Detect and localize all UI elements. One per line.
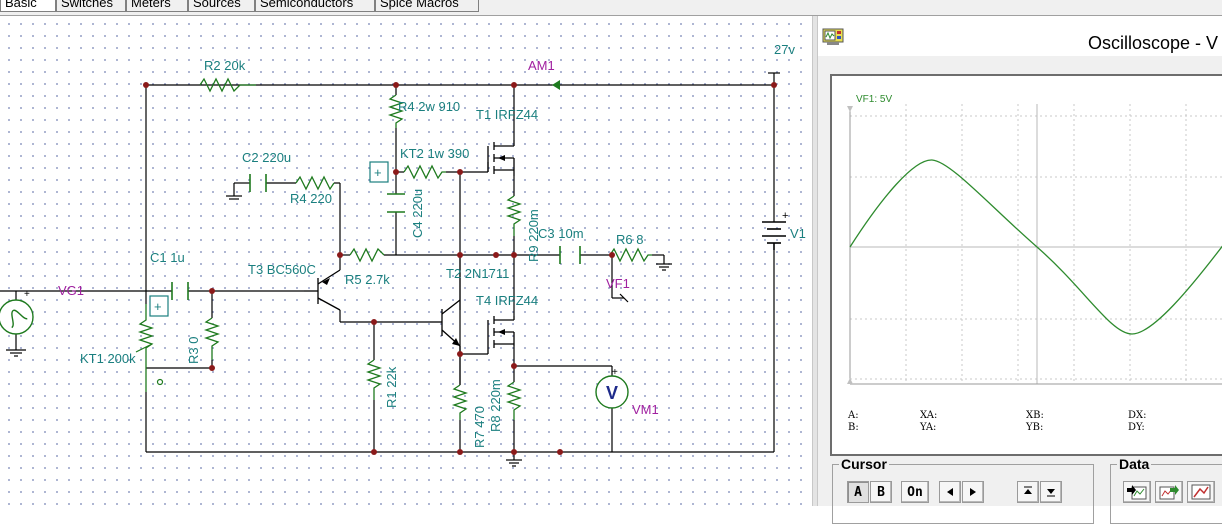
label-c4: C4 220u <box>410 189 425 238</box>
tab-meters[interactable]: Meters <box>126 0 188 12</box>
tab-switches[interactable]: Switches <box>56 0 126 12</box>
tab-semiconductors[interactable]: Semiconductors <box>255 0 375 12</box>
cursor-group: Cursor A B On <box>832 456 1094 524</box>
panel-splitter[interactable] <box>812 16 818 506</box>
oscilloscope-titlebar[interactable]: Oscilloscope - V <box>818 16 1222 56</box>
readout-dx: DX: <box>1128 410 1147 421</box>
label-r9: R9 220m <box>526 209 541 262</box>
oscilloscope-window: Oscilloscope - V <box>818 16 1222 524</box>
readout-yb: YB: <box>1026 422 1044 433</box>
readout-b: B: <box>848 422 859 433</box>
label-27v: 27v <box>774 42 795 57</box>
arrow-down-bar-icon <box>1047 489 1055 497</box>
svg-text:+: + <box>612 367 618 378</box>
circuit-diagram[interactable]: + + <box>0 16 812 506</box>
cursor-group-label: Cursor <box>839 456 889 472</box>
label-am1: AM1 <box>528 58 555 73</box>
cursor-b-button[interactable]: B <box>870 481 892 503</box>
label-r1: R1 22k <box>384 366 399 408</box>
plot-data-icon <box>1191 484 1211 500</box>
label-c2: C2 220u <box>242 150 291 165</box>
label-vf1: VF1 <box>606 276 630 291</box>
label-kt1: KT1 200k <box>80 351 136 366</box>
svg-text:+: + <box>782 210 788 222</box>
label-t4: T4 IRFZ44 <box>476 293 538 308</box>
readout-a: A: <box>848 410 859 421</box>
label-vm1: VM1 <box>632 402 659 417</box>
cursor-right-button[interactable] <box>962 481 984 503</box>
svg-text:+: + <box>24 289 30 300</box>
arrow-left-icon <box>947 488 953 496</box>
readout-xa: XA: <box>920 410 938 421</box>
arrow-up-bar-icon <box>1024 486 1032 494</box>
data-group: Data <box>1110 456 1222 524</box>
label-r3: R3 0 <box>186 337 201 364</box>
schematic-canvas[interactable]: + + <box>0 16 812 506</box>
cursor-a-button[interactable]: A <box>847 481 869 503</box>
waveform-plot[interactable]: VF1: 5V <box>832 76 1222 458</box>
cursor-left-button[interactable] <box>939 481 961 503</box>
label-t2: T2 2N1711 <box>446 266 509 281</box>
tab-basic[interactable]: Basic <box>0 0 56 12</box>
readout-dy: DY: <box>1128 422 1145 433</box>
label-t1: T1 IRFZ44 <box>476 107 538 122</box>
label-t3: T3 BC560C <box>248 262 316 277</box>
cursor-on-button[interactable]: On <box>901 481 929 503</box>
label-r7: R7 470 <box>472 406 487 448</box>
oscilloscope-icon <box>822 28 844 45</box>
svg-text:+: + <box>154 299 162 314</box>
oscilloscope-screen[interactable]: VF1: 5V A: B: XA: YA: XB: YB: DX: DY: <box>830 74 1222 456</box>
tab-sources[interactable]: Sources <box>188 0 255 12</box>
oscilloscope-title: Oscilloscope - V <box>1088 33 1219 53</box>
label-r8: R8 220m <box>488 379 503 432</box>
arrow-right-icon <box>970 488 976 496</box>
component-tab-bar: Basic Switches Meters Sources Semiconduc… <box>0 0 1222 16</box>
readout-ya: YA: <box>920 422 937 433</box>
label-r2: R2 20k <box>204 58 246 73</box>
cursor-up-button[interactable] <box>1017 481 1039 503</box>
waveform-trace <box>849 159 1222 335</box>
label-c1: C1 1u <box>150 250 185 265</box>
svg-text:+: + <box>374 165 382 180</box>
data-import-button[interactable] <box>1123 481 1151 503</box>
label-r4: R4 2w 910 <box>398 99 460 114</box>
tab-spice-macros[interactable]: Spice Macros <box>375 0 479 12</box>
label-vg1: VG1 <box>58 283 84 298</box>
label-c3: C3 10m <box>538 226 584 241</box>
label-r5: R5 2.7k <box>345 272 390 287</box>
data-group-label: Data <box>1117 456 1152 472</box>
export-data-icon <box>1159 485 1179 500</box>
channel-label: VF1: 5V <box>856 94 892 105</box>
readout-xb: XB: <box>1026 410 1044 421</box>
cursor-down-button[interactable] <box>1040 481 1062 503</box>
data-export-button[interactable] <box>1155 481 1183 503</box>
label-v1: V1 <box>790 226 806 241</box>
import-data-icon <box>1127 485 1147 500</box>
data-plot-button[interactable] <box>1187 481 1215 503</box>
voltmeter-glyph: V <box>606 383 618 403</box>
label-r4b: R4 220 <box>290 191 332 206</box>
label-r6: R6 8 <box>616 232 643 247</box>
label-kt2: KT2 1w 390 <box>400 146 469 161</box>
